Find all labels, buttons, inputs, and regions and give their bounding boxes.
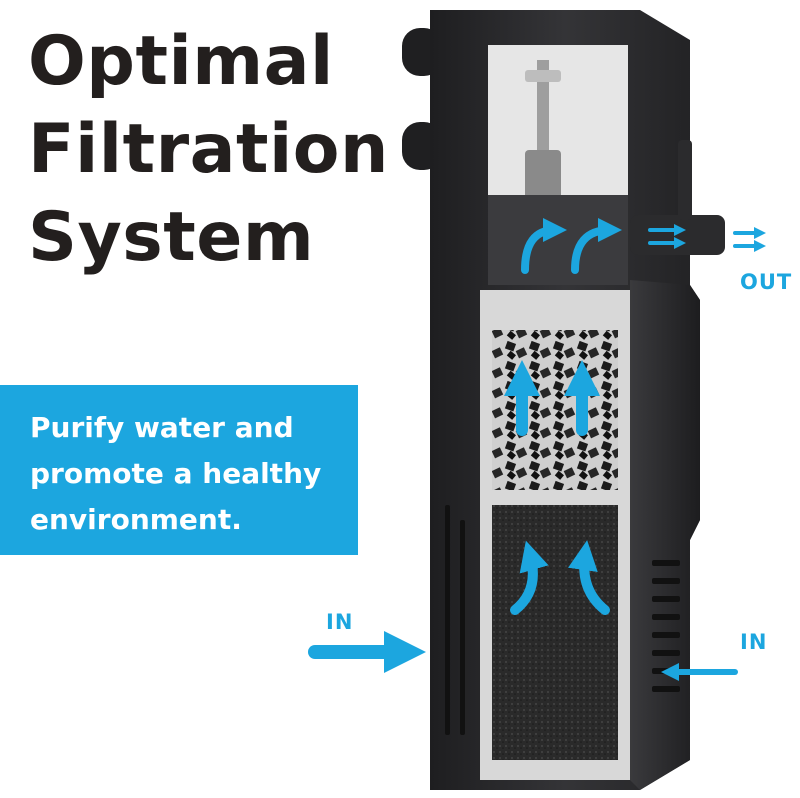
banner-text: Purify water and promote a healthy envir… — [30, 405, 321, 543]
sponge-arrow-left — [510, 540, 549, 615]
blue-banner — [0, 385, 358, 555]
sponge-arrow-right — [568, 540, 610, 615]
headline: Optimal Filtration System — [28, 18, 389, 282]
outlet-pipe — [630, 215, 725, 255]
banner-line-3: environment. — [30, 503, 242, 536]
pump-arrow-right — [571, 218, 622, 274]
out-label: OUT — [740, 270, 793, 294]
banner-line-1: Purify water and — [30, 411, 294, 444]
outlet-adjuster — [678, 140, 692, 220]
banner-line-2: promote a healthy — [30, 457, 322, 490]
sponge-media — [492, 505, 618, 760]
headline-line-2: Filtration — [28, 110, 389, 189]
impeller-cap — [525, 70, 561, 82]
headline-line-1: Optimal — [28, 22, 334, 101]
in-right-label: IN — [740, 630, 768, 654]
headline-line-3: System — [28, 198, 315, 277]
housing-side-panel — [630, 280, 700, 790]
impeller-housing — [488, 195, 628, 285]
left-intake-slots — [445, 505, 465, 735]
pump-arrow-left — [521, 218, 567, 274]
flow-arrows — [308, 218, 766, 681]
carbon-media — [492, 330, 618, 490]
in-left-label: IN — [326, 610, 354, 634]
